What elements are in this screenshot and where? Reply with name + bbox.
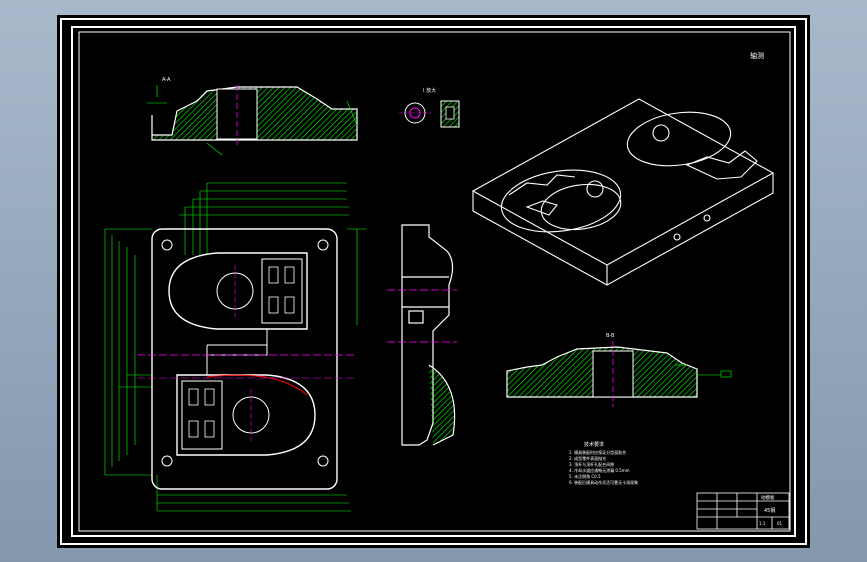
top-section-label: A-A	[162, 77, 171, 83]
view-label: 轴测	[750, 51, 764, 60]
drawing-area-border	[78, 31, 791, 532]
isometric-view: 轴测	[471, 51, 775, 286]
bottom-section-label: B-B	[606, 333, 615, 339]
bottom-section-view: B-B	[506, 333, 732, 407]
cad-viewport[interactable]: A-A I 放大 轴测	[57, 15, 810, 548]
note-line-2: 2. 成型零件表面抛光	[569, 455, 606, 461]
notes-title: 技术要求	[584, 441, 604, 448]
note-line-1: 1. 模具装配时应保证分型面贴合	[569, 449, 626, 455]
top-section-view: A-A	[147, 77, 358, 156]
side-view	[387, 224, 457, 446]
note-line-3: 3. 顶杆与顶杆孔配合间隙	[569, 461, 614, 467]
title-block-number: 01	[777, 521, 783, 526]
small-detail-view: I 放大	[399, 87, 460, 128]
plan-view	[104, 182, 367, 512]
note-line-6: 6. 装配后模具动作灵活可靠无卡滞现象	[569, 479, 638, 485]
title-block-scale: 1:1	[759, 521, 766, 526]
technical-notes: 技术要求 1. 模具装配时应保证分型面贴合 2. 成型零件表面抛光 3. 顶杆与…	[569, 441, 638, 485]
title-block: 动模板 45钢 1:1 01	[696, 492, 790, 530]
inner-border	[71, 26, 796, 537]
note-line-4: 4. 冷却水道应通畅无渗漏 0.5mm	[569, 467, 630, 473]
outer-border	[60, 18, 807, 545]
title-block-name: 动模板	[761, 494, 775, 501]
title-block-material: 45钢	[764, 507, 775, 514]
small-detail-label: I 放大	[423, 87, 436, 94]
note-line-5: 5. 未注倒角 C0.5	[569, 473, 601, 479]
